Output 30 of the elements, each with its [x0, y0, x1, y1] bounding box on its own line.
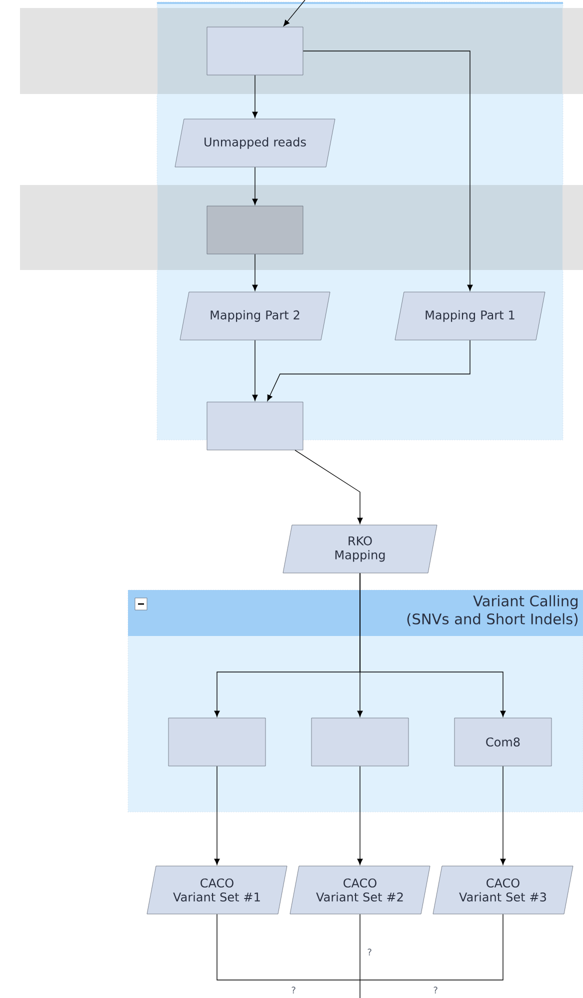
data-parallelogram: CACO Variant Set #1 [146, 866, 288, 914]
connector-line [216, 914, 360, 980]
data-parallelogram: Mapping Part 2 [180, 292, 330, 340]
arrow [302, 50, 473, 291]
edge-label: ? [366, 948, 373, 956]
data-parallelogram: CACO Variant Set #3 [432, 866, 574, 914]
data-parallelogram: CACO Variant Set #2 [290, 866, 430, 914]
arrow [214, 766, 220, 865]
arrow [252, 166, 258, 205]
process-box [206, 402, 304, 450]
data-parallelogram: Unmapped reads [174, 118, 336, 168]
process-box [206, 206, 304, 254]
process-box [168, 718, 266, 766]
arrow [252, 74, 258, 118]
data-parallelogram: RKO Mapping [282, 524, 438, 574]
arrow [283, 0, 306, 26]
connector-line [360, 914, 504, 980]
arrow [294, 450, 363, 524]
data-parallelogram: Mapping Part 1 [394, 292, 546, 340]
arrow [252, 254, 258, 291]
arrow [267, 340, 470, 401]
arrow [500, 766, 506, 865]
process-box: Com8 [454, 718, 552, 766]
edge-label: ? [290, 986, 297, 994]
edge-label: ? [432, 986, 439, 994]
process-box [311, 718, 409, 766]
arrow [252, 340, 258, 401]
arrow [360, 572, 506, 717]
process-box [206, 26, 304, 76]
arrow [357, 766, 363, 865]
